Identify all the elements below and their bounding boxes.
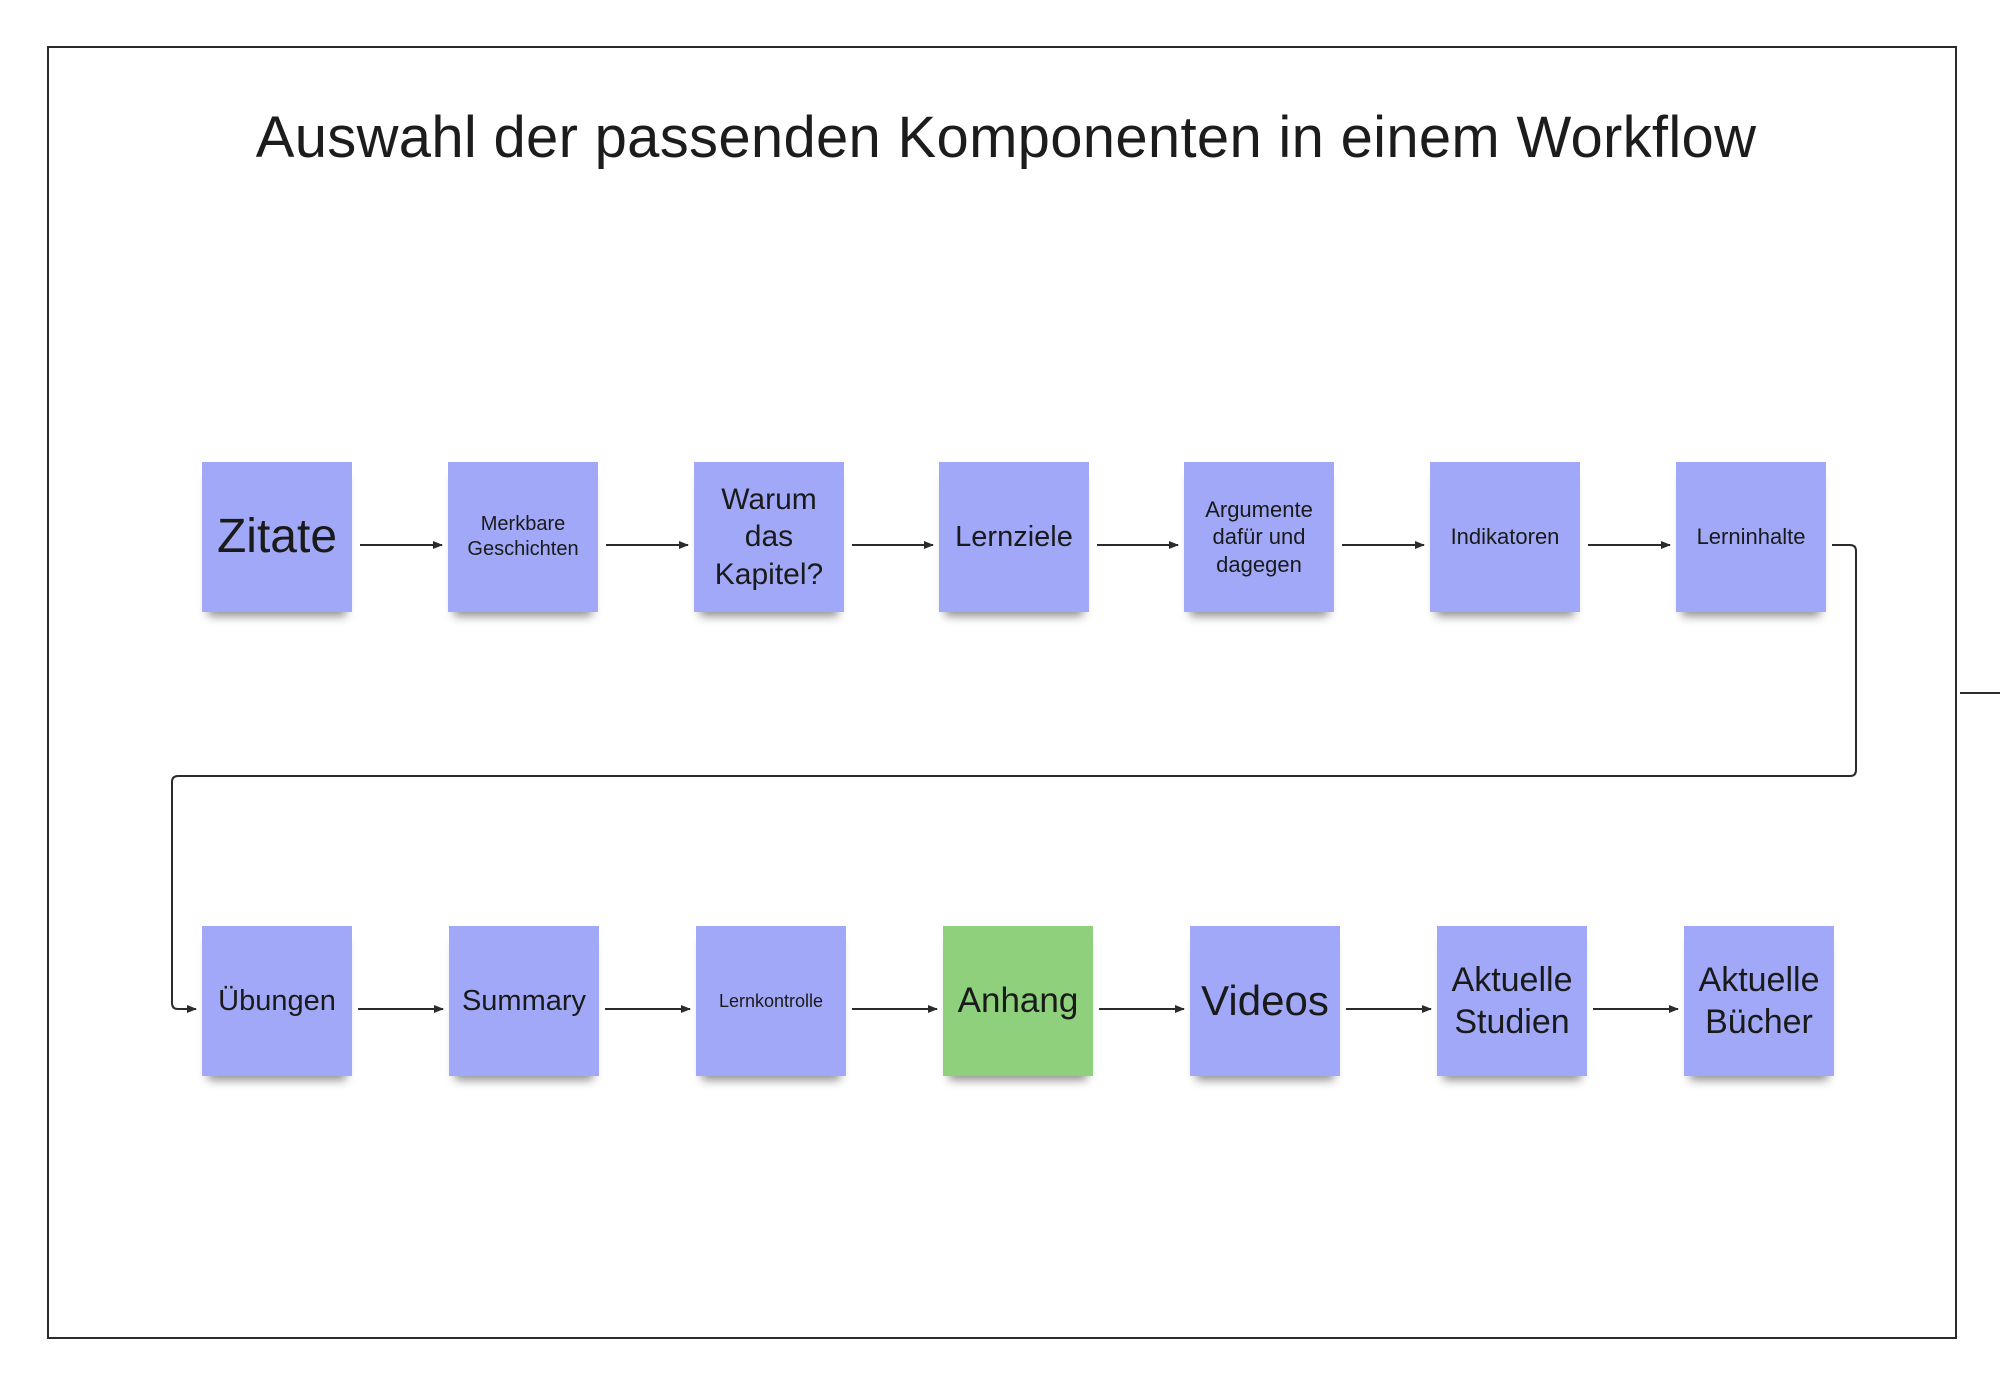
- sticky-label: Anhang: [957, 981, 1079, 1021]
- sticky-aktuelle-studien[interactable]: Aktuelle Studien: [1437, 926, 1587, 1076]
- sticky-label: Zitate: [216, 510, 338, 563]
- sticky-indikatoren[interactable]: Indikatoren: [1430, 462, 1580, 612]
- sticky-label: Summary: [461, 984, 587, 1017]
- diagram-frame: [47, 46, 1957, 1339]
- page-title: Auswahl der passenden Komponenten in ein…: [255, 105, 1757, 170]
- side-connector-stub: [1960, 692, 2000, 694]
- sticky-merkbare-geschichten[interactable]: Merkbare Geschichten: [448, 462, 598, 612]
- sticky-label: Indikatoren: [1450, 524, 1560, 550]
- sticky-anhang[interactable]: Anhang: [943, 926, 1093, 1076]
- sticky-label: Lernziele: [955, 520, 1073, 553]
- sticky-label: Übungen: [218, 984, 336, 1017]
- sticky-uebungen[interactable]: Übungen: [202, 926, 352, 1076]
- sticky-label: Videos: [1201, 976, 1329, 1024]
- sticky-lernkontrolle[interactable]: Lernkontrolle: [696, 926, 846, 1076]
- sticky-summary[interactable]: Summary: [449, 926, 599, 1076]
- sticky-label: Warum das Kapitel?: [714, 482, 824, 591]
- sticky-label: Aktuelle Bücher: [1698, 960, 1820, 1042]
- sticky-aktuelle-buecher[interactable]: Aktuelle Bücher: [1684, 926, 1834, 1076]
- sticky-label: Aktuelle Studien: [1451, 960, 1573, 1042]
- sticky-warum-das-kapitel[interactable]: Warum das Kapitel?: [694, 462, 844, 612]
- sticky-lernziele[interactable]: Lernziele: [939, 462, 1089, 612]
- sticky-lerninhalte[interactable]: Lerninhalte: [1676, 462, 1826, 612]
- sticky-label: Lerninhalte: [1696, 524, 1806, 550]
- sticky-label: Lernkontrolle: [718, 990, 824, 1011]
- sticky-argumente[interactable]: Argumente dafür und dagegen: [1184, 462, 1334, 612]
- sticky-zitate[interactable]: Zitate: [202, 462, 352, 612]
- sticky-label: Merkbare Geschichten: [467, 513, 579, 560]
- sticky-videos[interactable]: Videos: [1190, 926, 1340, 1076]
- sticky-label: Argumente dafür und dagegen: [1205, 496, 1313, 577]
